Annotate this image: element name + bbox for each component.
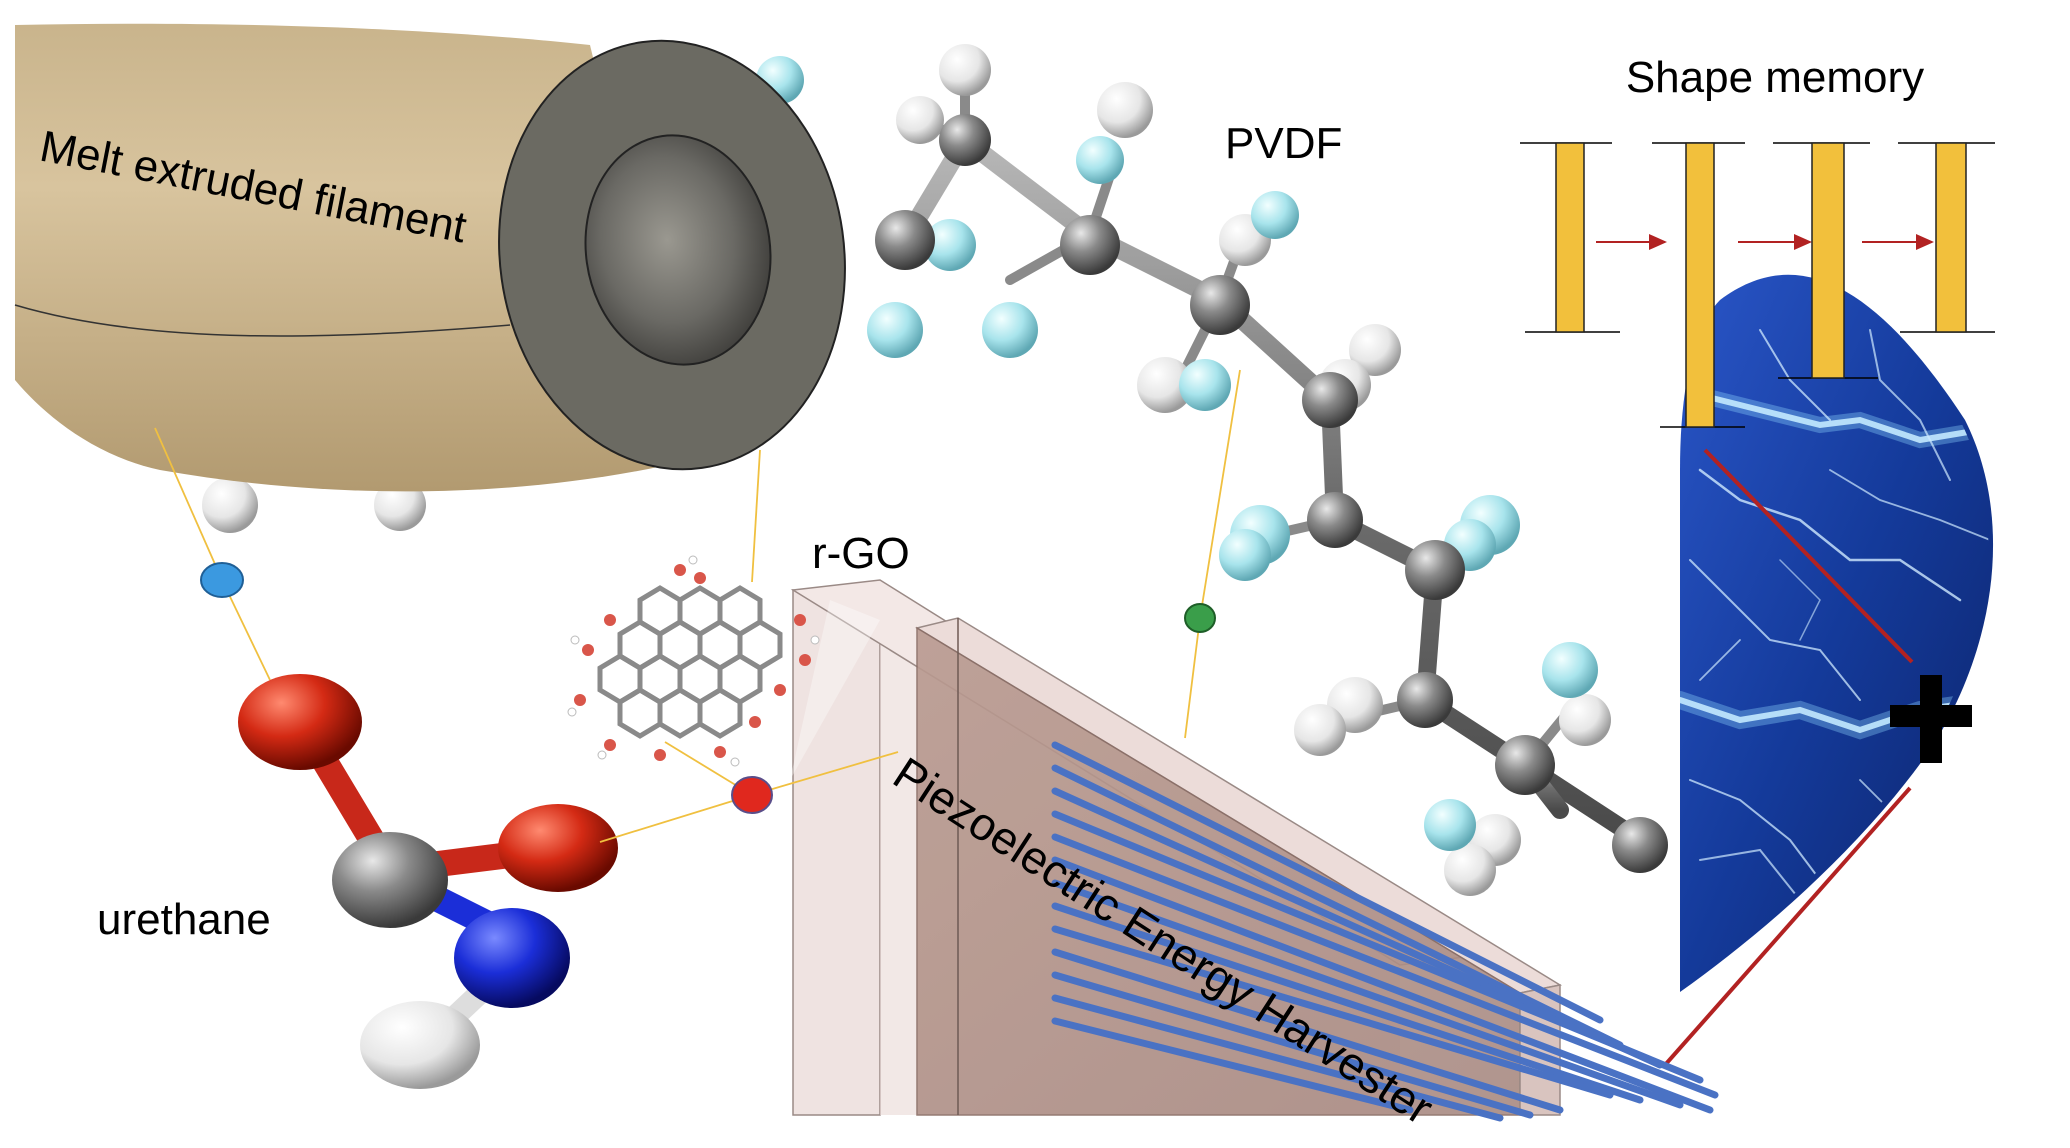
rgo-oxygen xyxy=(574,564,811,761)
wire-top xyxy=(1703,448,1914,664)
hydrogen-atom xyxy=(360,1001,480,1089)
nitrogen-atom xyxy=(454,908,570,1008)
pvdf-label: PVDF xyxy=(1225,119,1342,168)
shape-memory-bar xyxy=(1811,142,1845,379)
node-green xyxy=(1184,603,1216,633)
rgo-label: r-GO xyxy=(812,529,910,578)
fluorine-atoms xyxy=(756,56,1598,851)
plus-icon xyxy=(1890,675,1972,763)
shape-memory-bar xyxy=(1555,142,1585,333)
hydrogen-atoms xyxy=(202,44,1611,896)
melt-extruded-filament: Melt extruded filament xyxy=(14,23,846,492)
shape-memory-bar xyxy=(1685,142,1715,428)
carbon-atoms xyxy=(875,114,1668,873)
shape-memory-bar xyxy=(1935,142,1967,333)
oxygen-atom xyxy=(238,674,362,770)
pvdf-molecule: PVDF xyxy=(202,44,1668,896)
wire-bottom xyxy=(1663,786,1912,1067)
carbon-atom xyxy=(332,832,448,928)
urethane-label: urethane xyxy=(97,895,271,944)
shape-memory-label: Shape memory xyxy=(1626,53,1924,102)
urethane-molecule: urethane xyxy=(97,674,618,1089)
oxygen-atom xyxy=(498,804,618,892)
rgo-lattice xyxy=(597,585,783,739)
piezoelectric-energy-harvester: Piezoelectric Energy Harvester xyxy=(790,579,1719,1134)
rgo-hydrogen xyxy=(567,555,820,767)
filament-bore xyxy=(584,134,772,366)
rgo-molecule: r-GO xyxy=(567,529,910,767)
node-red xyxy=(731,776,773,814)
shape-memory-diagram: Shape memory xyxy=(1520,53,1995,428)
node-blue xyxy=(200,562,244,598)
electrode-lines xyxy=(1051,741,1719,1122)
